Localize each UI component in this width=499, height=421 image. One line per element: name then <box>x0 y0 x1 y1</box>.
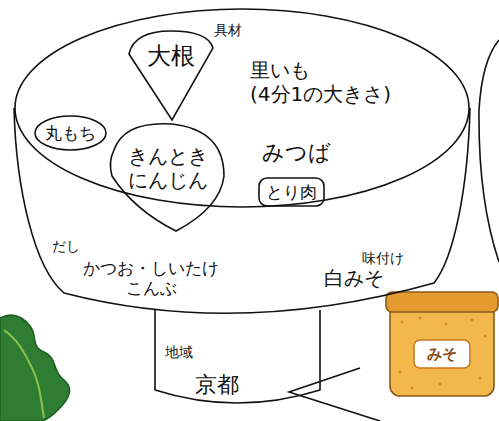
miso-texture <box>399 317 487 390</box>
bowl-base: 地域京都 <box>155 310 320 410</box>
mochi-ellipse: 丸もち <box>34 115 107 151</box>
node-text: 大根 <box>147 42 195 71</box>
seaweed <box>0 315 70 421</box>
tub-label: みそ <box>425 345 459 363</box>
node-text: だし <box>52 238 80 255</box>
seaweed-vein <box>4 330 44 418</box>
node-text: 里いも (4分1の大きさ) <box>250 58 420 106</box>
node-text: 白みそ <box>324 266 384 290</box>
daikon-shape: 大根 <box>126 28 216 123</box>
bowl-top-path <box>15 9 469 207</box>
node-text: 丸もち <box>45 123 96 143</box>
node-text: 京都 <box>195 372 239 398</box>
bowl-base-path <box>155 310 320 403</box>
node-text: 味付け <box>362 250 404 267</box>
node-text: かつお・しいたけ こんぶ <box>76 258 226 299</box>
bowl-top-outline <box>14 8 470 208</box>
chicken-box: とり肉 <box>258 177 325 207</box>
carrot-shape: きんとき にんじん <box>106 118 230 234</box>
node-text: きんとき にんじん <box>123 144 213 192</box>
mochi-ellipse-path <box>35 116 106 150</box>
node-text: 具材 <box>214 22 242 39</box>
miso-lid <box>386 292 498 312</box>
bowl-body-path <box>14 108 470 313</box>
node-text: 地域 <box>165 344 193 361</box>
node-text: とり肉 <box>266 182 317 202</box>
carrot-shape-path <box>110 124 224 231</box>
miso-label-patch <box>414 340 470 368</box>
bowl-top: 具材里いも (4分1の大きさ) みつば 大根丸もちきんとき にんじんとり肉 <box>14 8 470 208</box>
next-bowl-edge <box>479 40 499 262</box>
node-text: みつば <box>262 140 331 166</box>
daikon-shape-path <box>129 31 213 120</box>
chicken-box-path <box>259 178 324 206</box>
miso-tub <box>390 304 494 396</box>
